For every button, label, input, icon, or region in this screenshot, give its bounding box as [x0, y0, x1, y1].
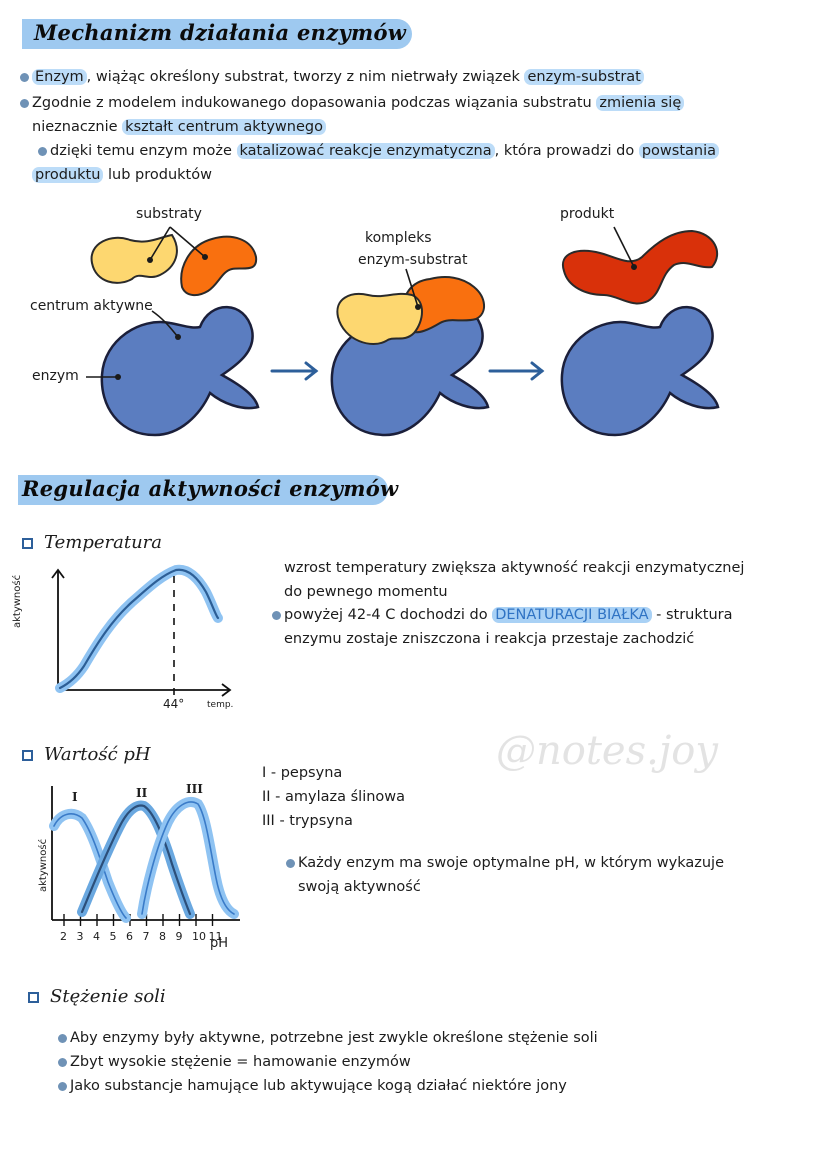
- temp-text-3: powyżej 42-4 C dochodzi do DENATURACJI B…: [284, 605, 733, 625]
- arrow-1: [270, 361, 319, 381]
- temp-optimum-label: 44°: [163, 697, 185, 711]
- temp-text-1: wzrost temperatury zwiększa aktywność re…: [284, 560, 745, 576]
- section1-title: Mechanizm działania enzymów: [34, 20, 407, 45]
- arrow-2: [488, 361, 545, 381]
- ph-note-1: Każdy enzym ma swoje optymalne pH, w któ…: [298, 855, 724, 871]
- bullet-icon: [20, 73, 29, 82]
- ph-curve-label-iii: III: [186, 782, 203, 796]
- ph-legend-iii: III - trypsyna: [262, 813, 353, 829]
- label-produkt: produkt: [560, 206, 615, 222]
- ph-curve-3-dark: [141, 801, 235, 915]
- paragraph-1: Enzym, wiążąc określony substrat, tworzy…: [32, 67, 644, 87]
- ph-curve-label-ii: II: [136, 786, 148, 800]
- ph-legend-ii: II - amylaza ślinowa: [262, 789, 406, 805]
- bullet-icon: [38, 147, 47, 156]
- bullet-icon: [286, 859, 295, 868]
- substrate-orange-1: [180, 235, 258, 297]
- bullet-icon: [58, 1058, 67, 1067]
- ph-tick-label: 6: [126, 930, 133, 943]
- product-red: [561, 229, 719, 305]
- ph-note-2: swoją aktywność: [298, 879, 421, 895]
- paragraph-3b-text: lub produktów: [103, 167, 212, 183]
- ph-tick-label: 5: [109, 930, 117, 943]
- ph-curve-label-i: I: [72, 790, 78, 804]
- term-enzym-substrat: enzym-substrat: [524, 69, 644, 85]
- ph-curve-2-dark: [80, 804, 192, 916]
- ph-curve-1-dark: [53, 813, 127, 919]
- substrate-yellow-1: [90, 233, 178, 284]
- watermark: @notes.joy: [496, 728, 718, 774]
- term-produktu: produktu: [32, 167, 104, 183]
- temp-ylabel: aktywność: [12, 574, 23, 628]
- section1-title-bar: [22, 19, 412, 49]
- temp-curve-light: [55, 564, 223, 693]
- heading-stezenie-soli: Stężenie soli: [50, 986, 166, 1007]
- bullet-icon: [58, 1034, 67, 1043]
- ph-chart: [49, 786, 240, 926]
- term-katalizowac: katalizować reakcje enzymatyczna: [236, 143, 495, 159]
- paragraph-3-text: dzięki temu enzym może: [50, 143, 237, 159]
- term-enzym: Enzym: [32, 69, 87, 85]
- paragraph-2b: nieznacznie kształt centrum aktywnego: [32, 117, 326, 137]
- ph-tick-label: 9: [175, 930, 183, 943]
- heading-temperatura: Temperatura: [44, 532, 163, 553]
- pointer-lines: [86, 226, 635, 378]
- ph-ylabel: aktywność: [38, 838, 49, 892]
- term-powstania: powstania: [638, 143, 720, 159]
- ph-xlabel: pH: [210, 936, 229, 951]
- ph-tick-label: 10: [192, 930, 206, 943]
- temp-text-2: do pewnego momentu: [284, 584, 448, 600]
- temp-text-3a: powyżej 42-4 C dochodzi do: [284, 607, 493, 623]
- complex-orange: [402, 276, 485, 334]
- ph-tick-label: 4: [93, 930, 100, 943]
- ph-tick-label: 11: [208, 930, 223, 943]
- label-enzym-substrat: enzym-substrat: [358, 252, 468, 268]
- temp-text-4: enzymu zostaje zniszczona i reakcja prze…: [284, 631, 695, 647]
- checkbox-icon: [22, 750, 33, 761]
- section2-title: Regulacja aktywności enzymów: [22, 476, 399, 501]
- label-enzym: enzym: [32, 368, 79, 384]
- paragraph-1-text: , wiążąc określony substrat, tworzy z ni…: [86, 69, 525, 85]
- enzyme-shape-3: [560, 305, 720, 437]
- paragraph-3: dzięki temu enzym może katalizować reakc…: [50, 141, 720, 161]
- salt-bullet-3: Jako substancje hamujące lub aktywujące …: [70, 1078, 567, 1094]
- checkbox-icon: [28, 992, 39, 1003]
- ph-tick-label: 3: [76, 930, 84, 943]
- paragraph-2: Zgodnie z modelem indukowanego dopasowan…: [32, 93, 685, 113]
- paragraph-2-text: Zgodnie z modelem indukowanego dopasowan…: [32, 95, 597, 111]
- temp-xlabel: temp.: [207, 700, 234, 710]
- temp-curve-dark: [58, 568, 220, 690]
- heading-wartosc-ph: Wartość pH: [44, 744, 151, 765]
- bullet-icon: [20, 99, 29, 108]
- checkbox-icon: [22, 538, 33, 549]
- salt-bullet-1: Aby enzymy były aktywne, potrzebne jest …: [70, 1030, 598, 1046]
- paragraph-3-text-2: , która prowadzi do: [494, 143, 639, 159]
- temp-text-3c: - struktura: [651, 607, 733, 623]
- label-substraty: substraty: [136, 206, 202, 222]
- label-kompleks: kompleks: [365, 230, 432, 246]
- ph-tick-label: 2: [60, 930, 67, 943]
- term-ksztalt: kształt centrum aktywnego: [122, 119, 326, 135]
- salt-bullet-2: Zbyt wysokie stężenie = hamowanie enzymó…: [70, 1054, 411, 1070]
- ph-tick-label: 8: [159, 930, 166, 943]
- term-zmienia-sie: zmienia się: [596, 95, 685, 111]
- section2-title-bar: [18, 475, 388, 505]
- enzyme-mechanism-diagram: [86, 226, 720, 437]
- paragraph-2b-text: nieznacznie: [32, 119, 123, 135]
- term-denaturacja: DENATURACJI BIAŁKA: [492, 607, 652, 623]
- enzyme-shape-1: [100, 305, 260, 437]
- paragraph-3b: produktu lub produktów: [32, 165, 212, 185]
- temperature-chart: [51, 564, 232, 697]
- label-centrum-aktywne: centrum aktywne: [30, 298, 153, 314]
- bullet-icon: [272, 611, 281, 620]
- ph-tick-label: 7: [142, 930, 150, 943]
- complex-yellow: [336, 292, 423, 345]
- ph-legend-i: I - pepsyna: [262, 765, 343, 781]
- bullet-icon: [58, 1082, 67, 1091]
